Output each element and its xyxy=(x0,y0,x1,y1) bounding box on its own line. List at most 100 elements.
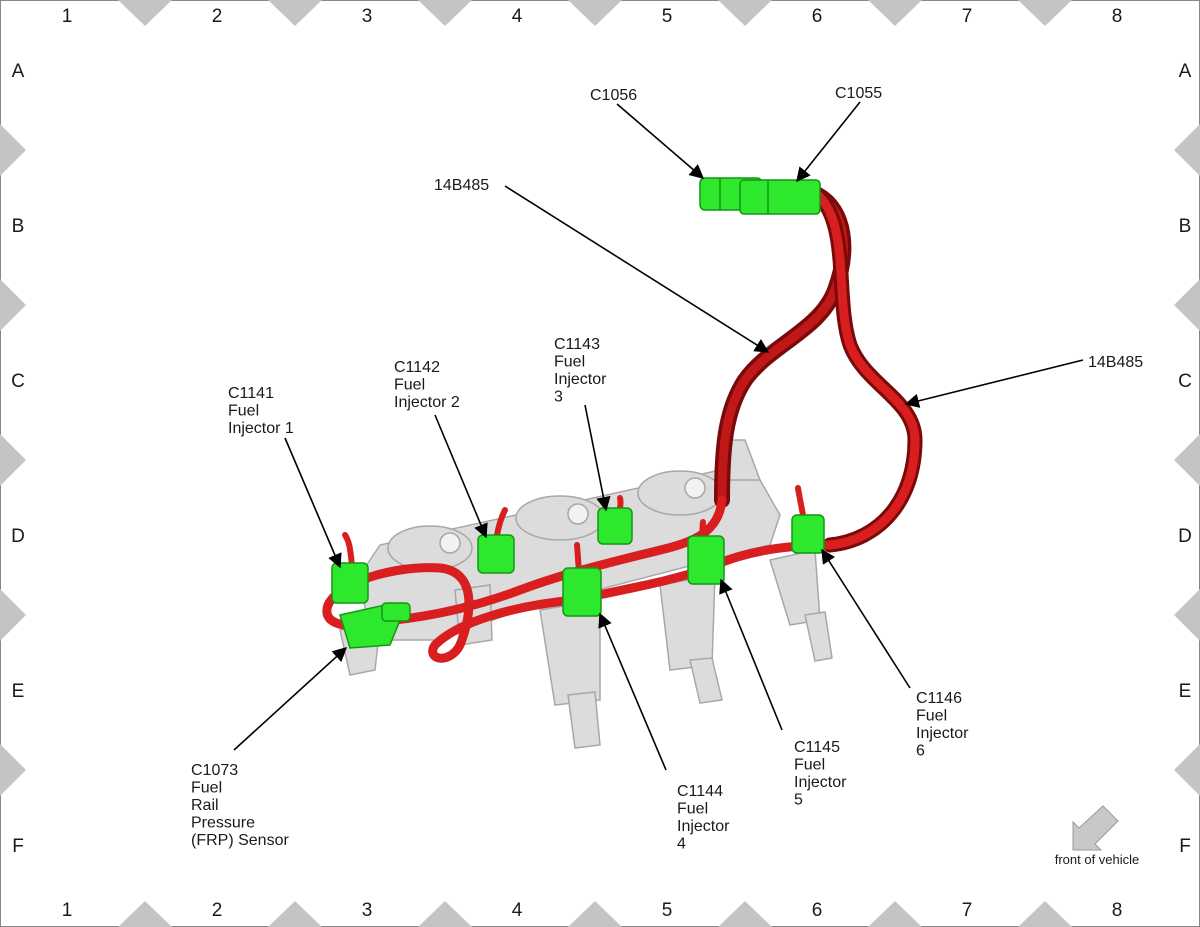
border-marker-top xyxy=(1018,0,1072,26)
callout-line: 3 xyxy=(554,389,563,406)
grid-col-top-6: 6 xyxy=(812,6,823,27)
label-harness-right: 14B485 xyxy=(1088,354,1143,371)
leader-c1143 xyxy=(584,404,611,512)
callout-line: 14B485 xyxy=(434,177,489,194)
border-marker-right xyxy=(1174,124,1200,176)
border-marker-top xyxy=(868,0,922,26)
connector-c1073[interactable] xyxy=(339,602,411,649)
callout-line: C1073 xyxy=(191,762,238,779)
grid-row-right-D: D xyxy=(1178,526,1192,547)
border-marker-right xyxy=(1174,434,1200,486)
grid-col-bottom-1: 1 xyxy=(62,900,73,921)
grid-col-top-8: 8 xyxy=(1112,6,1123,27)
leader-c1056 xyxy=(616,103,705,179)
grid-col-top-7: 7 xyxy=(962,6,973,27)
callout-line: C1145 xyxy=(794,739,840,756)
grid-col-bottom-6: 6 xyxy=(812,900,823,921)
grid-row-right-F: F xyxy=(1179,836,1191,857)
callout-line: Fuel xyxy=(916,708,947,725)
callout-line: C1143 xyxy=(554,336,600,353)
grid-col-bottom-2: 2 xyxy=(212,900,223,921)
callout-line: C1142 xyxy=(394,359,440,376)
connector-c1144[interactable] xyxy=(562,567,602,617)
border-marker-bottom xyxy=(568,901,622,927)
connector-c1141[interactable] xyxy=(331,562,369,604)
callout-line: C1055 xyxy=(835,85,882,102)
callout-line: C1144 xyxy=(677,783,723,800)
callout-line: Fuel xyxy=(394,377,425,394)
grid-row-right-B: B xyxy=(1179,216,1192,237)
border-marker-bottom xyxy=(718,901,772,927)
callout-line: Fuel xyxy=(794,757,825,774)
callout-line: C1146 xyxy=(916,690,962,707)
border-marker-right xyxy=(1174,744,1200,796)
border-marker-bottom xyxy=(1018,901,1072,927)
border-marker-bottom xyxy=(418,901,472,927)
grid-row-left-C: C xyxy=(11,371,25,392)
border-marker-left xyxy=(0,124,26,176)
connector-c1142[interactable] xyxy=(477,534,515,574)
callout-line: C1056 xyxy=(590,87,637,104)
border-marker-top xyxy=(718,0,772,26)
callout-line: Fuel xyxy=(677,801,708,818)
border-marker-left xyxy=(0,589,26,641)
front-arrow-icon xyxy=(1072,805,1119,851)
leader-c1141 xyxy=(284,437,342,569)
border-marker-right xyxy=(1174,589,1200,641)
connector-c1146[interactable] xyxy=(791,514,825,554)
leader-c1145 xyxy=(719,578,783,731)
grid-col-top-1: 1 xyxy=(62,6,73,27)
callout-line: Fuel xyxy=(191,780,222,797)
grid-row-right-A: A xyxy=(1179,61,1192,82)
label-harness-upper: 14B485 xyxy=(434,177,489,194)
callout-line: 6 xyxy=(916,743,925,760)
border-marker-top xyxy=(268,0,322,26)
border-marker-top xyxy=(568,0,622,26)
grid-col-top-5: 5 xyxy=(662,6,673,27)
rail-boss-3 xyxy=(637,470,723,516)
orientation-indicator: front of vehicle xyxy=(1055,805,1139,867)
grid-col-bottom-7: 7 xyxy=(962,900,973,921)
leader-harness-upper xyxy=(504,185,770,353)
callout-line: 14B485 xyxy=(1088,354,1143,371)
border-marker-bottom xyxy=(118,901,172,927)
grid-row-left-D: D xyxy=(11,526,25,547)
injector-bodies xyxy=(339,549,833,749)
border-marker-bottom xyxy=(868,901,922,927)
grid-col-top-4: 4 xyxy=(512,6,523,27)
grid-col-top-3: 3 xyxy=(362,6,373,27)
label-c1056: C1056 xyxy=(590,87,637,104)
connectors xyxy=(331,177,825,649)
connector-c1056-c1055[interactable] xyxy=(699,177,821,215)
leader-c1144 xyxy=(598,612,667,771)
callout-line: Injector xyxy=(794,774,847,791)
grid-col-top-2: 2 xyxy=(212,6,223,27)
rail-boss-2 xyxy=(515,495,605,541)
callout-line: Injector 1 xyxy=(228,420,294,437)
label-c1055: C1055 xyxy=(835,85,882,102)
border-marker-left xyxy=(0,279,26,331)
callout-line: Injector xyxy=(677,818,730,835)
leader-c1055 xyxy=(796,101,861,183)
grid-col-bottom-8: 8 xyxy=(1112,900,1123,921)
grid-col-bottom-5: 5 xyxy=(662,900,673,921)
callout-line: Injector 2 xyxy=(394,394,460,411)
callout-line: C1141 xyxy=(228,385,274,402)
grid-row-left-E: E xyxy=(12,681,25,702)
grid-row-right-E: E xyxy=(1179,681,1192,702)
grid-col-bottom-3: 3 xyxy=(362,900,373,921)
border-marker-left xyxy=(0,434,26,486)
callout-line: 5 xyxy=(794,792,803,809)
connector-c1143[interactable] xyxy=(597,507,633,545)
connector-c1145[interactable] xyxy=(687,535,725,585)
grid-row-left-A: A xyxy=(12,61,25,82)
